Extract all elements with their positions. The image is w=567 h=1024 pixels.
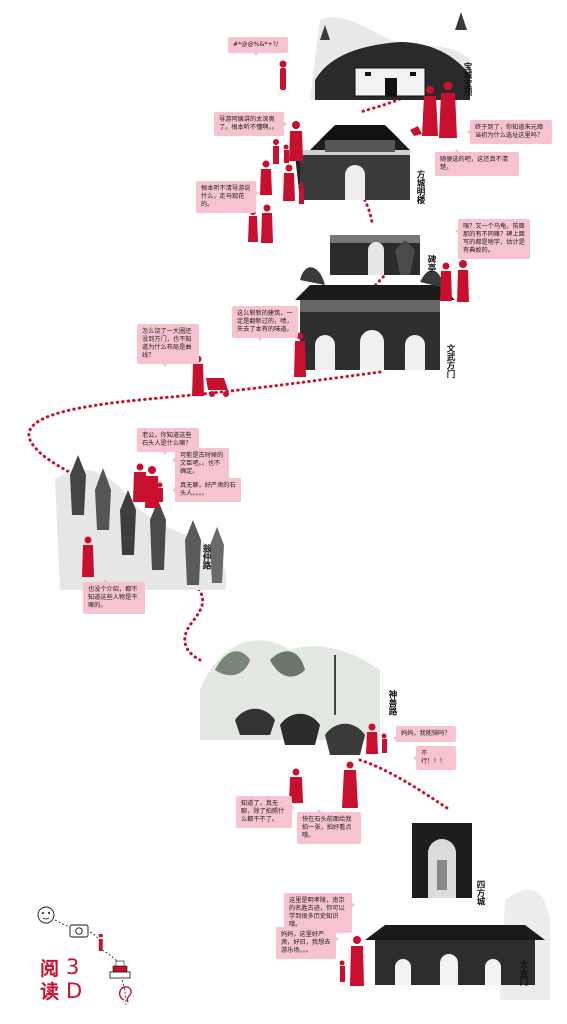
speech-bubble: 可能是古时候的文臣吧。。也不确定。 [172, 448, 229, 480]
label-baocheng: 宝城宝顶 [462, 62, 472, 96]
ear-icon [118, 986, 132, 1003]
logo-read-char-1: 阅 [40, 958, 60, 980]
speech-bubble: 根本听不清导游说什么，走马观花的。 [196, 181, 259, 213]
beiting-illustration [330, 235, 420, 275]
speech-bubble: 咦？又一个乌龟，前面那的有不同嘛？碑上面写的都是啥字，估计是有典故的。 [455, 219, 530, 259]
info-icon: i [97, 932, 105, 957]
speech-bubble: 老公，你知道这些石头人是什么嘛？ [137, 428, 199, 455]
speech-bubble: 终于到了，你知道朱元璋当初为什么选址这里吗？ [467, 120, 552, 144]
speech-bubble: 真无聊，好严肃的石头人。。。。 [172, 478, 241, 502]
label-dajinmen: 大金门 [518, 960, 528, 986]
label-sifangcheng: 四方城 [475, 880, 485, 906]
speech-bubble: 也没个介绍，都不知道这些人物是干嘛的。 [83, 579, 145, 614]
sifangcheng-illustration [412, 823, 472, 898]
logo-read-char-2: 读 [40, 981, 60, 1003]
speech-bubble: 不行！！！ [413, 746, 456, 770]
speech-bubble: 妈妈，这里好严肃，好旧，我想去游乐场。。。 [276, 927, 339, 959]
cake-icon [109, 960, 131, 979]
logo-letter-d: D [66, 979, 83, 1003]
dajinmen-illustration [365, 889, 550, 1000]
speech-bubble: 快在石头前面给我拍一张，拍好看点哦。 [297, 809, 361, 844]
logo-number-3: 3 [66, 955, 80, 979]
label-wengzhong: 翁仲路 [201, 544, 211, 570]
camera-icon [69, 924, 89, 938]
wengzhong-illustration [55, 455, 227, 590]
speech-bubble: 这里是明孝陵，南京的名胜古迹，你可以学到很多历史知识哦。 [284, 893, 355, 933]
visitor-figures [82, 60, 469, 986]
speech-bubble: #*@@%&*+?/ [228, 37, 288, 56]
speech-bubble: 知道了，真无聊，除了拍照什么都干不了。 [236, 796, 295, 828]
speech-bubble: 妈妈，我能骑吗？ [393, 726, 456, 742]
wenwu-illustration [295, 267, 455, 370]
baocheng-illustration [310, 12, 470, 100]
speech-bubble: 随便选的吧，这还真不清楚。 [435, 149, 519, 176]
face-icon [37, 906, 55, 924]
speech-bubble: 这么崭新的建筑，一定是翻新过的，啧，失去了本有的味道。 [232, 306, 298, 341]
label-beiting: 碑亭 [426, 255, 436, 272]
label-wenwu: 文武方门 [445, 344, 455, 378]
shenshou-illustration [200, 640, 380, 755]
label-fangcheng: 方城明楼 [415, 170, 425, 204]
speech-bubble: 怎么饶了一大圈还没到方门，也不知道为什么布局是曲线？ [137, 324, 199, 367]
speech-bubble: 导游阿姨讲的太深奥了。根本听不懂啊。。 [214, 112, 287, 136]
label-shenshou: 神兽路 [387, 690, 397, 716]
fangcheng-illustration [295, 125, 410, 200]
